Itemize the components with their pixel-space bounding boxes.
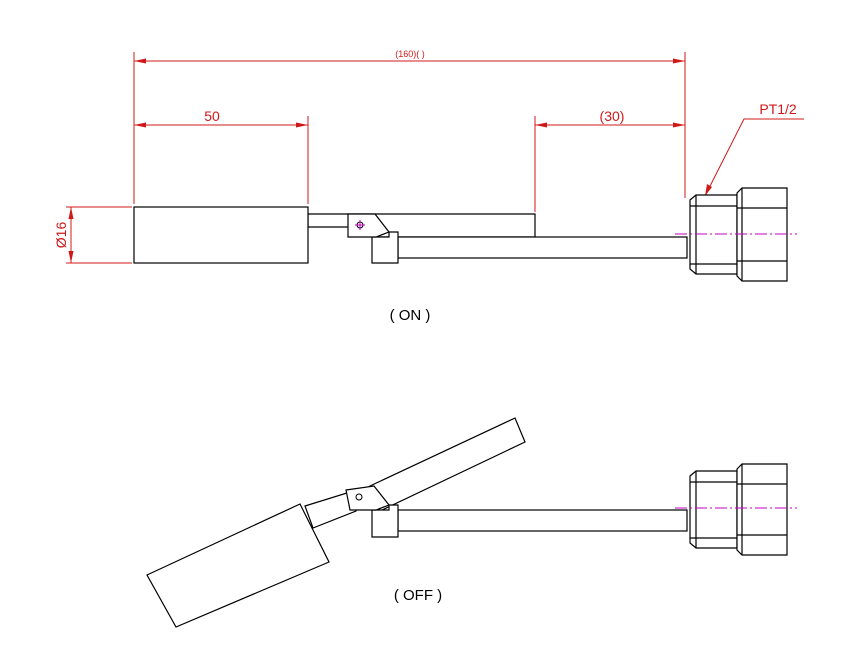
off-view-assembly [146, 417, 797, 628]
thread-spec-label: PT1/2 [759, 101, 797, 117]
overall-length-label: (160)( ) [395, 49, 425, 59]
float-arm [307, 213, 536, 238]
pivot-pin [355, 220, 365, 230]
bracket [371, 231, 399, 264]
on-view-assembly [133, 187, 797, 282]
float-arm-connector [304, 491, 357, 529]
pivot-plate [347, 213, 390, 238]
pivot-pin [355, 493, 363, 501]
off-view-caption: ( OFF ) [394, 587, 442, 604]
bracket [371, 504, 399, 538]
thread-leader-line [704, 118, 804, 197]
diameter-label: Ø16 [53, 222, 69, 249]
thread-offset-label: (30) [600, 108, 625, 124]
on-view-caption: ( ON ) [390, 307, 431, 324]
threaded-fitting [689, 463, 788, 556]
float-arm [369, 417, 526, 512]
dimension-lines [66, 52, 804, 264]
float-body [146, 503, 330, 628]
float-length-label: 50 [204, 108, 220, 124]
stem-rod [397, 509, 688, 532]
pivot-plate [345, 485, 390, 511]
float-body [133, 206, 309, 264]
stem-rod [397, 236, 688, 259]
